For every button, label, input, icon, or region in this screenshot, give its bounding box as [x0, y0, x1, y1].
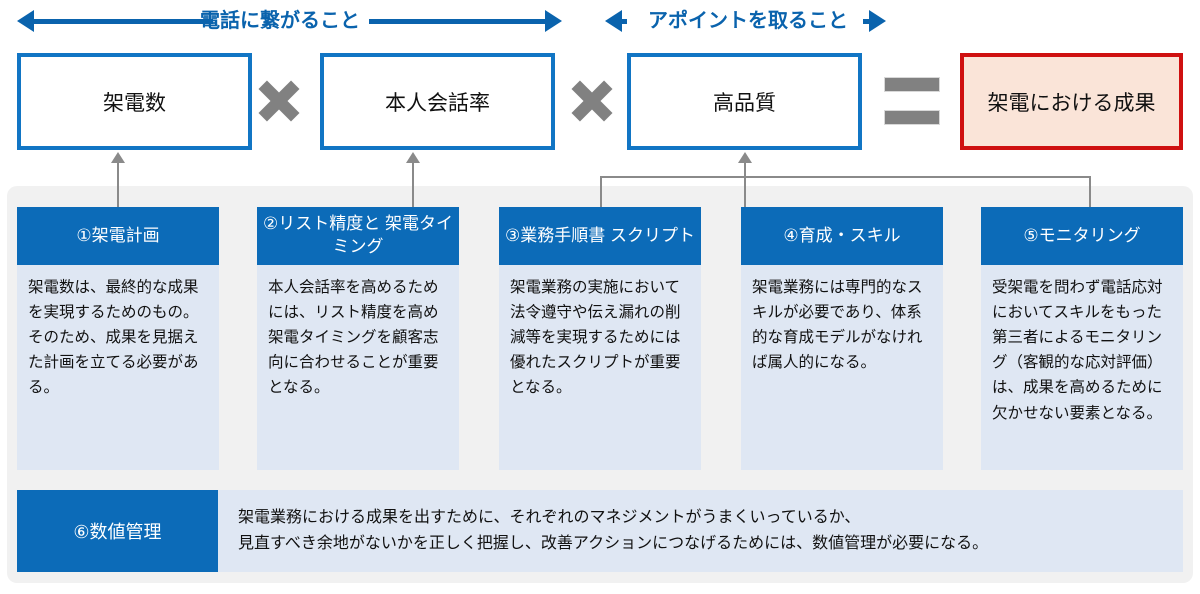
factor-box-talk-rate[interactable]: 本人会話率 [320, 53, 555, 150]
connector-arrow-card2 [406, 152, 420, 163]
connector-line-card3 [600, 176, 602, 207]
equals-bar-bottom [884, 110, 940, 125]
arrow-bar-right-2 [863, 19, 869, 24]
arrow-right-group [605, 0, 895, 42]
header-label-left: 電話に繋がること [200, 10, 360, 32]
card-title: ②リスト精度と 架電タイミング [257, 207, 459, 265]
card-body: 架電業務の実施において法令遵守や伝え漏れの削減等を実現するためには優れたスクリプ… [499, 265, 701, 470]
connector-arrow-card1 [111, 152, 125, 163]
arrow-bar-right [369, 19, 545, 24]
factor-label: 架電数 [103, 91, 166, 115]
arrow-head-right-2 [869, 10, 886, 32]
header-label-right: アポイントを取ること [648, 10, 848, 32]
outcome-box[interactable]: 架電における成果 [960, 53, 1183, 150]
connector-line-card2 [412, 163, 414, 207]
factor-label: 高品質 [713, 91, 776, 115]
card-body: 受架電を問わず電話応対においてスキルをもった第三者によるモニタリング（客観的な応… [981, 265, 1183, 470]
factor-box-call-count[interactable]: 架電数 [17, 53, 252, 150]
card-title: ①架電計画 [17, 207, 219, 265]
card-3[interactable]: ③業務手順書 スクリプト 架電業務の実施において法令遵守や伝え漏れの削減等を実現… [499, 207, 701, 470]
card-5[interactable]: ⑤モニタリング 受架電を問わず電話応対においてスキルをもった第三者によるモニタリ… [981, 207, 1183, 470]
card-title: ③業務手順書 スクリプト [499, 207, 701, 265]
card-4[interactable]: ④育成・スキル 架電業務には専門的なスキルが必要であり、体系的な育成モデルがなけ… [741, 207, 943, 470]
connector-arrow-quality [738, 152, 752, 163]
card-body: 架電数は、最終的な成果を実現するためのもの。 そのため、成果を見据えた計画を立て… [17, 265, 219, 470]
arrow-head-left [17, 10, 34, 32]
card-title: ⑤モニタリング [981, 207, 1183, 265]
equals-icon [884, 75, 940, 129]
connector-line-card4 [744, 176, 746, 207]
arrow-left-group [17, 0, 562, 42]
arrow-bar-left [33, 19, 213, 24]
connector-bracket-horizontal [600, 176, 1091, 178]
row6-body: 架電業務における成果を出すために、それぞれのマネジメントがうまくいっているか、 … [218, 490, 1183, 572]
row6-label: ⑥数値管理 [17, 490, 218, 572]
card-title: ④育成・スキル [741, 207, 943, 265]
multiply-icon-2 [569, 78, 615, 124]
outcome-label: 架電における成果 [987, 91, 1156, 115]
arrow-head-right [545, 10, 562, 32]
factor-box-quality[interactable]: 高品質 [627, 53, 862, 150]
multiply-icon-1 [256, 78, 302, 124]
connector-line-quality-stem-upper [744, 163, 746, 177]
arrow-head-left-2 [605, 10, 622, 32]
row-numeric-management[interactable]: ⑥数値管理 架電業務における成果を出すために、それぞれのマネジメントがうまくいっ… [17, 490, 1183, 572]
card-body: 本人会話率を高めるためには、リスト精度を高め架電タイミングを顧客志向に合わせるこ… [257, 265, 459, 470]
factor-label: 本人会話率 [385, 91, 490, 115]
arrow-bar-left-2 [621, 19, 627, 24]
connector-line-card1 [117, 163, 119, 207]
connector-line-card5 [1089, 176, 1091, 207]
equals-bar-top [884, 77, 940, 92]
card-1[interactable]: ①架電計画 架電数は、最終的な成果を実現するためのもの。 そのため、成果を見据え… [17, 207, 219, 470]
card-body: 架電業務には専門的なスキルが必要であり、体系的な育成モデルがなければ属人的になる… [741, 265, 943, 470]
card-2[interactable]: ②リスト精度と 架電タイミング 本人会話率を高めるためには、リスト精度を高め架電… [257, 207, 459, 470]
